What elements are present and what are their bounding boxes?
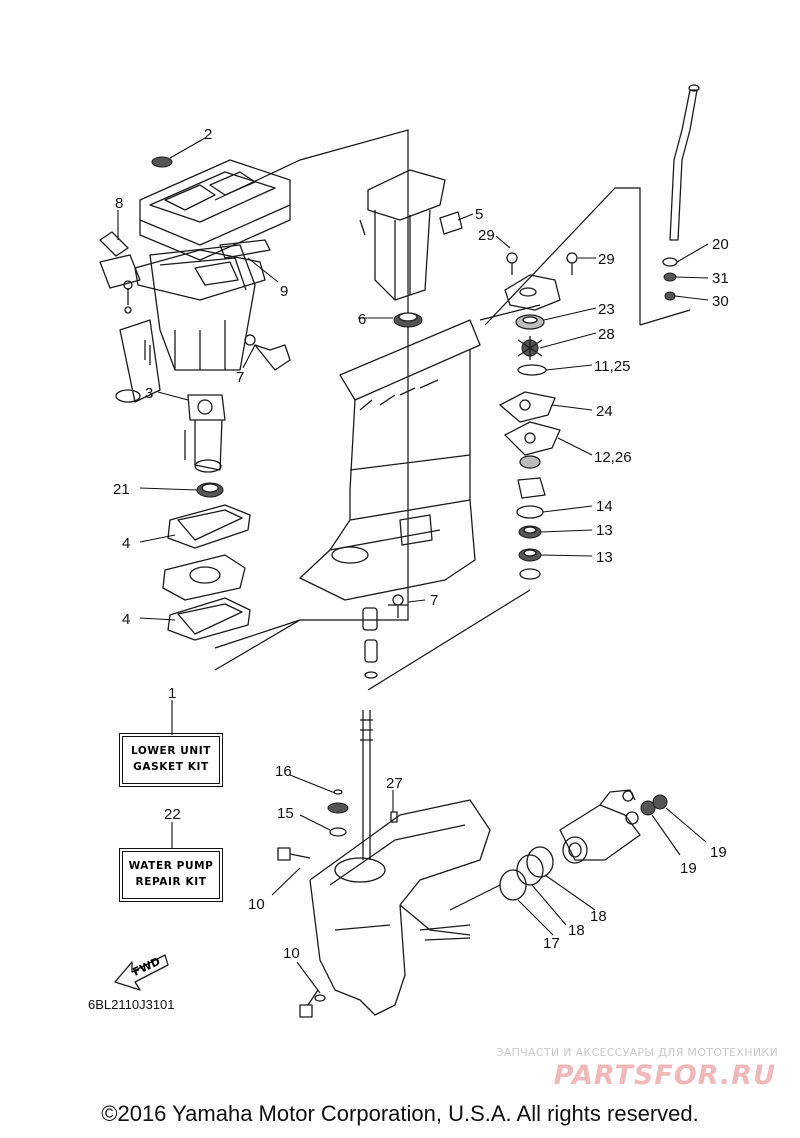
callout-5: 5	[475, 206, 483, 223]
gasket-4-upper	[167, 504, 251, 549]
leader-lines	[117, 210, 709, 994]
callout-31: 31	[712, 270, 729, 287]
seal-13-lower	[518, 548, 542, 562]
water-pump-repair-kit-box: WATER PUMP REPAIR KIT	[119, 848, 223, 902]
callout-29-right: 29	[598, 251, 615, 268]
drive-shaft	[360, 710, 373, 860]
bolt-7-left	[244, 334, 291, 371]
propeller-shaft-housing	[559, 789, 641, 864]
callout-4-lower: 4	[122, 611, 130, 628]
callout-6: 6	[358, 311, 366, 328]
callout-20: 20	[712, 236, 729, 253]
callout-18-right: 18	[590, 908, 607, 925]
callout-22: 22	[164, 806, 181, 823]
shaft-bushing	[362, 607, 378, 679]
callout-15: 15	[277, 805, 294, 822]
water-tube-3	[184, 394, 226, 473]
oil-seal-housing	[517, 455, 546, 499]
callout-3: 3	[145, 385, 153, 402]
assembly-frame-lines	[214, 129, 691, 691]
pump-housing	[504, 252, 578, 311]
callout-19-left: 19	[680, 860, 697, 877]
callout-7-left: 7	[236, 369, 244, 386]
impeller-28	[517, 336, 543, 360]
seals-19	[625, 794, 668, 825]
bolt-7-center	[388, 594, 408, 618]
lower-casing	[309, 799, 491, 1016]
exhaust-tube	[115, 319, 161, 403]
callout-10-lower: 10	[283, 945, 300, 962]
fwd-arrow-icon: FWD	[114, 954, 169, 991]
lower-unit-kit-line1: LOWER UNIT	[130, 745, 212, 757]
callout-12-26: 12,26	[594, 449, 632, 466]
callout-10-upper: 10	[248, 896, 265, 913]
seal-15-16	[327, 789, 349, 837]
callout-8: 8	[115, 195, 123, 212]
callout-1: 1	[168, 685, 176, 702]
exhaust-guide	[149, 244, 256, 371]
callout-23: 23	[598, 301, 615, 318]
o-rings-17-18	[499, 846, 554, 901]
lower-unit-gasket-kit-box: LOWER UNIT GASKET KIT	[119, 733, 223, 787]
callout-13-lower: 13	[596, 549, 613, 566]
bolt-10-lower	[299, 989, 326, 1018]
water-pump-kit-line2: REPAIR KIT	[135, 876, 207, 888]
upper-casing-plate	[139, 137, 291, 261]
washer	[519, 568, 541, 580]
o-ring-14	[516, 505, 544, 519]
callout-4-upper: 4	[122, 535, 130, 552]
damper-5	[439, 211, 463, 235]
upper-case-adapter	[359, 169, 446, 301]
seal-6	[393, 312, 423, 328]
water-tube	[662, 84, 700, 301]
gasket-4-lower	[167, 597, 251, 641]
callout-7-center: 7	[430, 592, 438, 609]
gasket-12-26	[504, 421, 561, 456]
watermark-tagline: ЗАПЧАСТИ И АКСЕССУАРЫ ДЛЯ МОТОТЕХНИКИ	[496, 1046, 778, 1059]
callout-24: 24	[596, 403, 613, 420]
callout-13-upper: 13	[596, 522, 613, 539]
watermark-logo: PARTSFOR.RU	[553, 1060, 776, 1091]
insert-cartridge-23	[515, 314, 545, 330]
o-ring-11-25	[517, 364, 547, 376]
callout-numbers: 2 8 9 3 7 21 4 4 5 6 29 29 20 31 30 23 2…	[113, 126, 729, 962]
callout-14: 14	[596, 498, 613, 515]
water-pump-kit-line1: WATER PUMP	[128, 860, 214, 872]
callout-9: 9	[280, 283, 288, 300]
plate	[162, 554, 246, 601]
callout-16: 16	[275, 763, 292, 780]
callout-28: 28	[598, 326, 615, 343]
callout-11-25: 11,25	[594, 358, 630, 375]
callout-18-left: 18	[568, 922, 585, 939]
bracket-8	[99, 231, 141, 314]
lower-unit-kit-line2: GASKET KIT	[133, 761, 209, 773]
seal-13-upper	[518, 525, 542, 539]
callout-30: 30	[712, 293, 729, 310]
callout-17: 17	[543, 935, 560, 952]
gasket-9	[134, 239, 271, 301]
callout-19-right: 19	[710, 844, 727, 861]
bolt-10-upper	[277, 847, 311, 861]
figure-code: 6BL2110J3101	[88, 997, 175, 1012]
callout-2: 2	[204, 126, 212, 143]
seal-21	[196, 482, 224, 498]
copyright-notice: ©2016 Yamaha Motor Corporation, U.S.A. A…	[101, 1101, 699, 1126]
plate-24	[499, 391, 556, 423]
pin-27	[390, 811, 398, 823]
callout-29-left: 29	[478, 227, 495, 244]
callout-21: 21	[113, 481, 130, 498]
callout-27: 27	[386, 775, 403, 792]
drive-shaft-housing	[299, 319, 481, 601]
